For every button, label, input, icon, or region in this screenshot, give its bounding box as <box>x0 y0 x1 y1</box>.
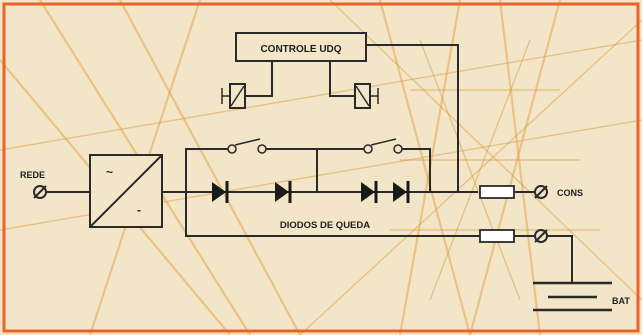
converter-box <box>89 154 163 228</box>
grid-label: REDE <box>20 170 45 180</box>
diode-2 <box>275 181 292 203</box>
control-line-left <box>245 61 273 97</box>
converter-dc-symbol: - <box>137 203 141 217</box>
consumer-terminal-icon <box>534 185 548 199</box>
diode-3 <box>361 181 378 203</box>
battery-icon <box>533 281 612 312</box>
battery-terminal-icon <box>534 229 548 243</box>
diodes-label: DIODOS DE QUEDA <box>280 220 370 231</box>
wire-to-battery <box>547 235 573 283</box>
relay-coil-right <box>354 83 379 109</box>
controller-box <box>235 32 367 62</box>
fuse-consumer <box>479 185 515 199</box>
wire-battery-branch <box>185 192 480 237</box>
battery-label: BAT <box>612 296 630 306</box>
consumer-label: CONS <box>557 188 583 198</box>
converter-ac-symbol: ~ <box>106 165 113 179</box>
grid-terminal-icon <box>33 185 47 199</box>
fuse-battery <box>479 229 515 243</box>
relay-contact-left <box>227 138 267 154</box>
diode-4 <box>393 181 410 203</box>
control-line-output <box>366 44 459 192</box>
diode-1 <box>212 181 229 203</box>
controller-label: CONTROLE UDQ <box>260 44 341 55</box>
relay-coil-left <box>221 83 246 109</box>
relay-contact-right <box>363 138 403 154</box>
bypass-frame <box>185 148 431 192</box>
control-line-right <box>329 61 355 97</box>
